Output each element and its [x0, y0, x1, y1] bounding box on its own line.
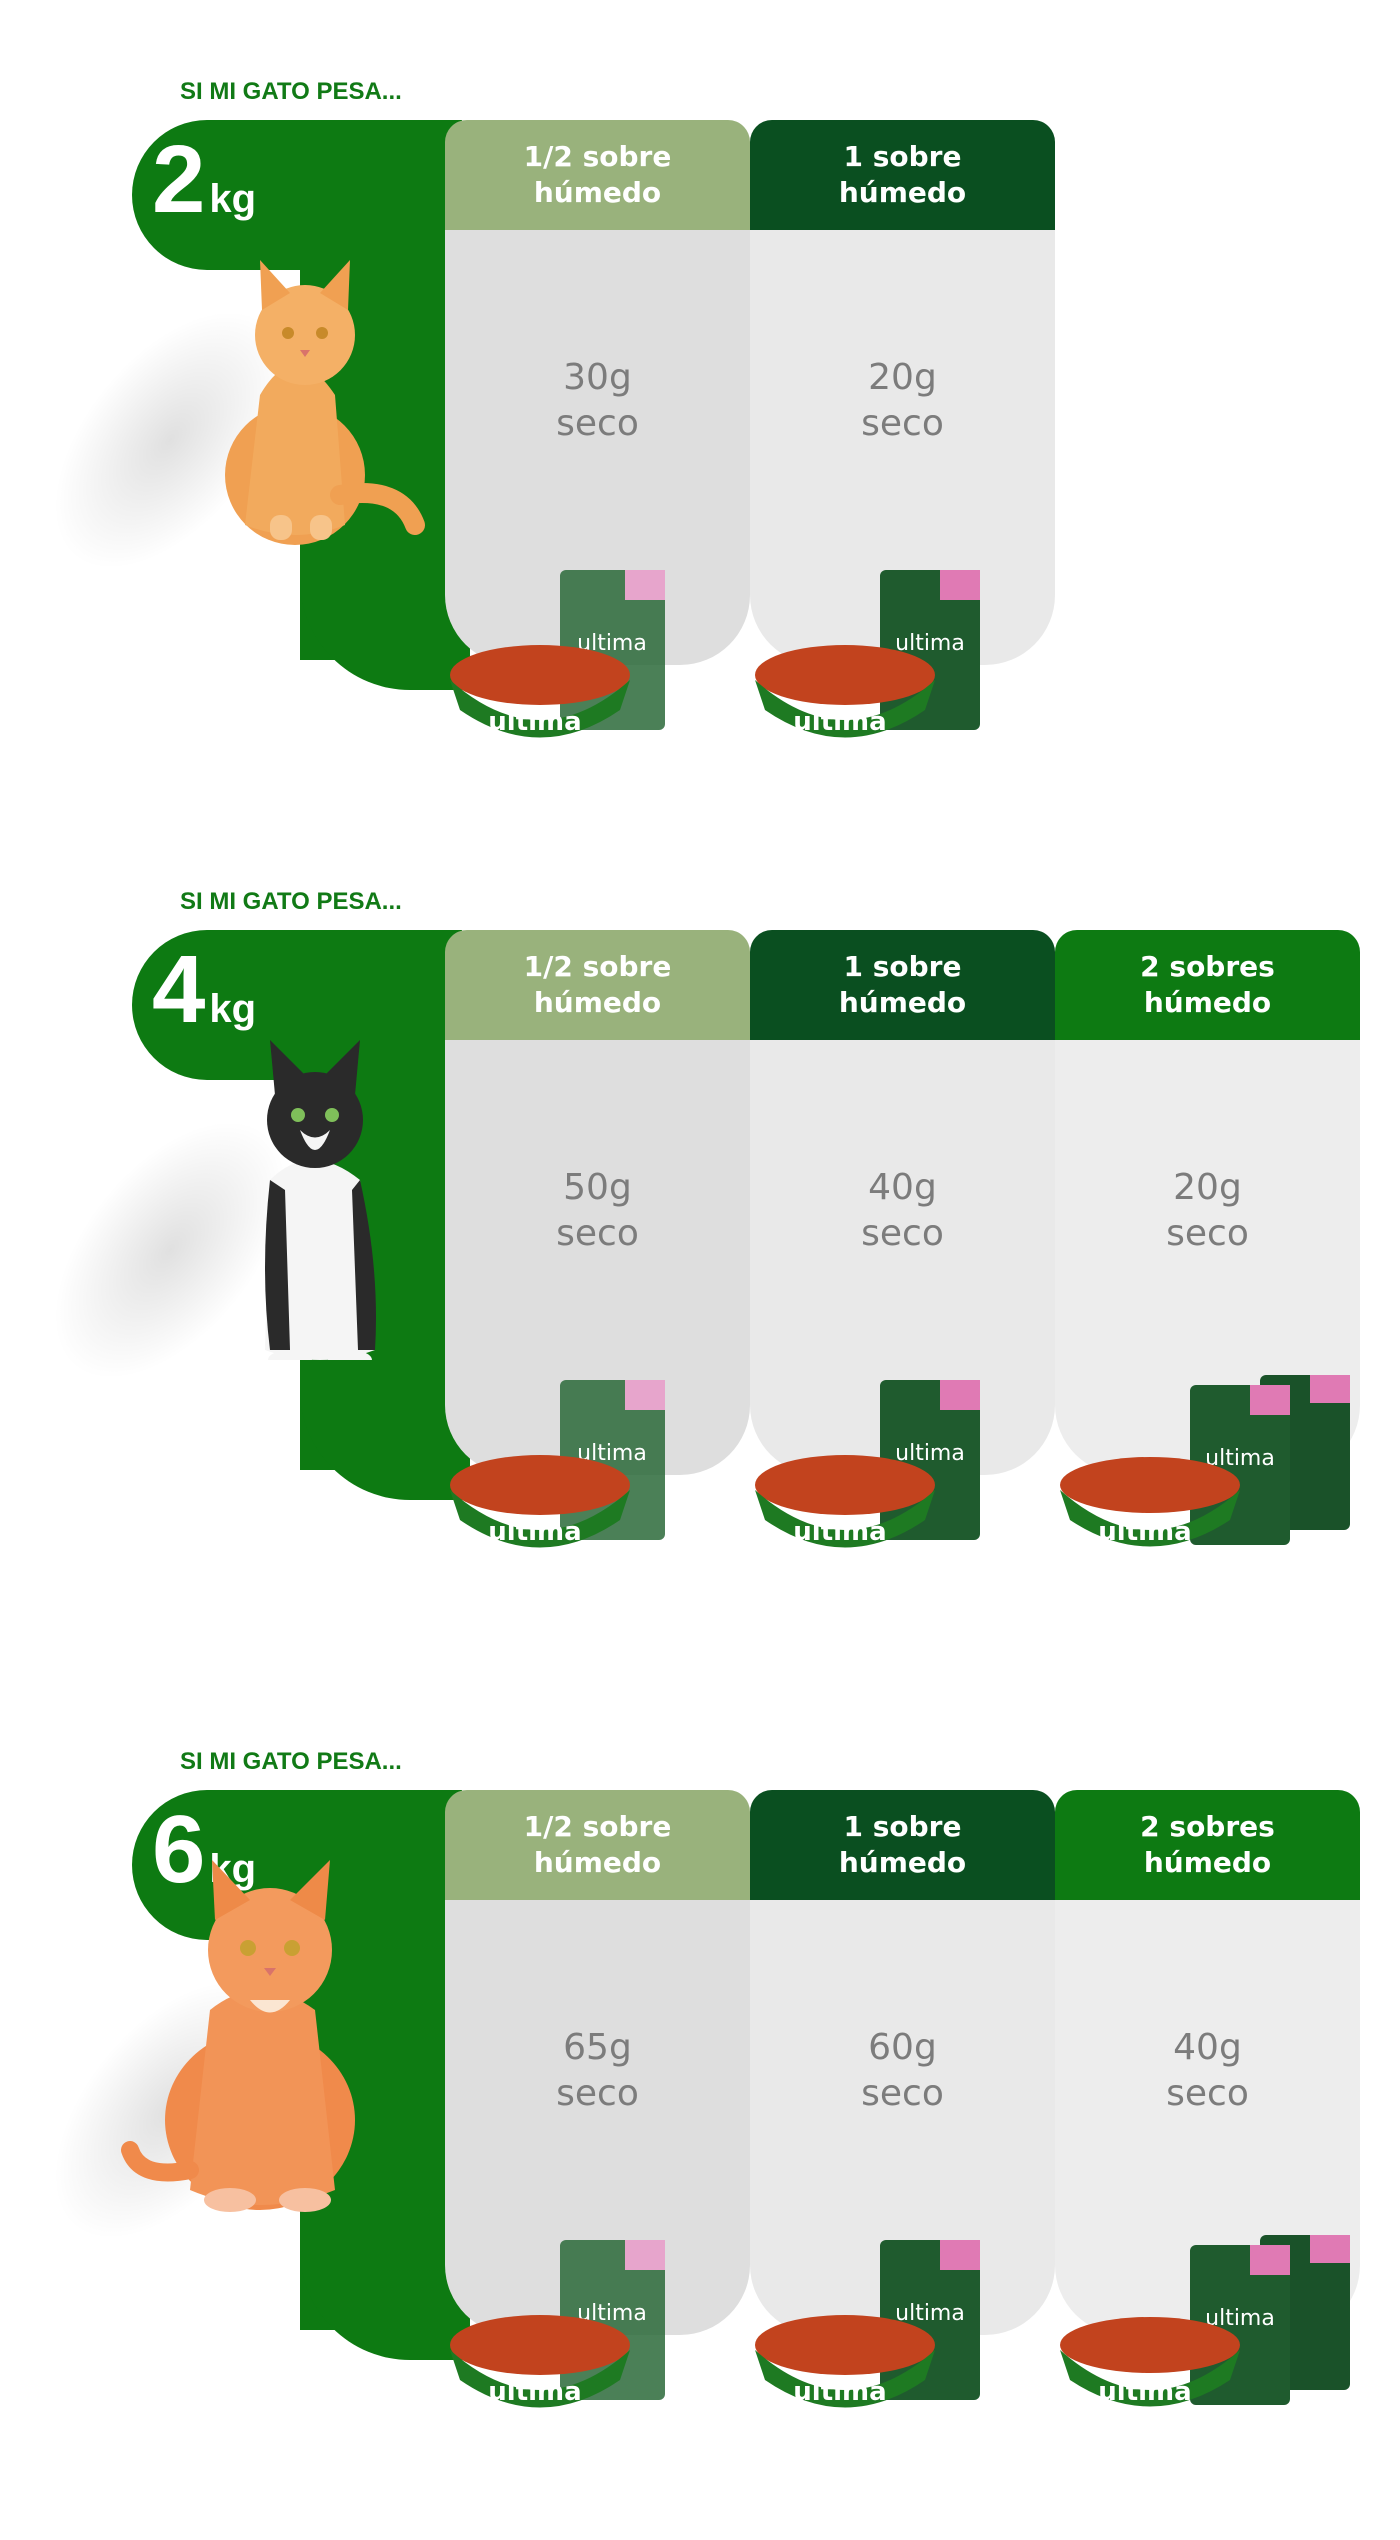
- svg-text:ultima: ultima: [895, 1441, 965, 1466]
- ultima-bowl-pouch-image: ultima ultima: [450, 570, 665, 738]
- ultima-bowl-pouch-image: ultima ultima: [755, 2240, 980, 2408]
- svg-text:ultima: ultima: [488, 2377, 581, 2407]
- section-heading: SI MI GATO PESA...: [180, 888, 402, 915]
- section-heading: SI MI GATO PESA...: [180, 78, 402, 105]
- svg-text:ultima: ultima: [793, 2377, 886, 2407]
- svg-text:ultima: ultima: [488, 707, 581, 737]
- ultima-bowl-pouch-image: ultima ultima: [450, 1380, 665, 1548]
- svg-text:ultima: ultima: [488, 1517, 581, 1547]
- svg-text:ultima: ultima: [793, 707, 886, 737]
- svg-text:ultima: ultima: [1098, 1517, 1191, 1547]
- ultima-bowl-two-pouches-image: ultima ultima: [1060, 2235, 1350, 2407]
- ultima-bowl-two-pouches-image: ultima ultima: [1060, 1375, 1350, 1547]
- orange-tabby-cat-image: [225, 260, 425, 545]
- ultima-bowl-pouch-image: ultima ultima: [755, 570, 980, 738]
- section-heading: SI MI GATO PESA...: [180, 1748, 402, 1775]
- black-white-cat-image: [265, 1040, 376, 1360]
- svg-text:ultima: ultima: [1098, 2377, 1191, 2407]
- svg-text:ultima: ultima: [895, 631, 965, 656]
- svg-text:ultima: ultima: [793, 1517, 886, 1547]
- ultima-bowl-pouch-image: ultima ultima: [755, 1380, 980, 1548]
- orange-cat-image: [121, 1860, 355, 2212]
- ultima-bowl-pouch-image: ultima ultima: [450, 2240, 665, 2408]
- svg-text:ultima: ultima: [895, 2301, 965, 2326]
